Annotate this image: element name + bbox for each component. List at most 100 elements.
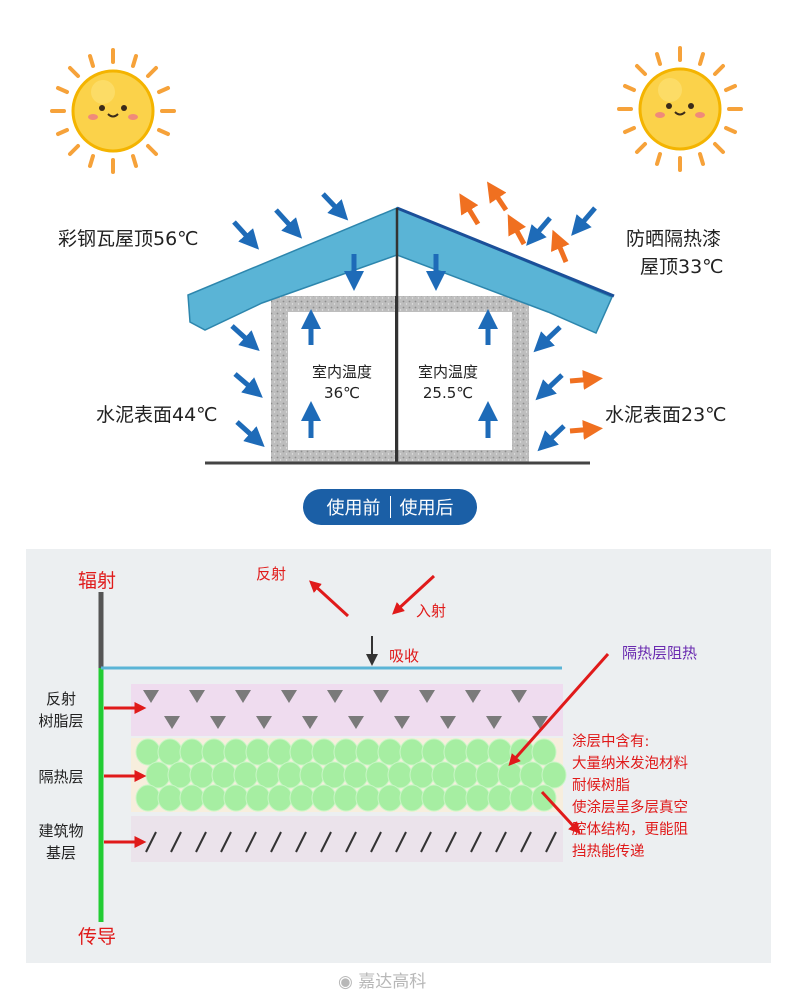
reflective-triangle: [281, 690, 297, 703]
watermark-text: 嘉达高科: [358, 972, 427, 992]
insulation-bubble: [157, 784, 183, 812]
insulation-bubble: [211, 761, 237, 789]
base-hatch: [445, 831, 457, 853]
indoor-temp-right-label: 室内温度: [417, 363, 478, 381]
reflective-triangle: [511, 690, 527, 703]
base-hatch: [520, 831, 532, 853]
watermark: ◉ 嘉达高科: [338, 967, 426, 992]
base-hatch: [545, 831, 557, 853]
insulation-bubble: [267, 784, 293, 812]
reflective-triangle: [302, 716, 318, 729]
toggle-separator: [389, 496, 391, 518]
insulation-bubble: [343, 761, 369, 789]
indoor-temp-right: 室内温度 25.5℃: [403, 362, 493, 404]
insulation-bubble: [465, 738, 491, 766]
insulation-bubble: [179, 784, 205, 812]
reflective-triangle: [210, 716, 226, 729]
insulation-bubble: [431, 761, 457, 789]
reflective-triangle: [373, 690, 389, 703]
insulation-bubble: [355, 784, 381, 812]
reflective-triangle: [256, 716, 272, 729]
base-hatch: [395, 831, 407, 853]
sun-icon-left: [50, 48, 176, 174]
label-reflect: 反射: [256, 565, 287, 583]
note-line-5: 腔体结构，更能阻: [572, 822, 688, 838]
insulation-bubble: [299, 761, 325, 789]
insulation-bubbles: [135, 738, 567, 812]
insulation-bubble: [223, 738, 249, 766]
base-hatch: [270, 831, 282, 853]
insulation-bubble: [245, 784, 271, 812]
insulation-bubble: [541, 761, 567, 789]
heat-arrows-orange: [459, 181, 603, 440]
insulation-bubble: [465, 784, 491, 812]
insulation-bubble: [487, 738, 513, 766]
insulation-bubble: [267, 738, 293, 766]
base-hatch: [195, 831, 207, 853]
label-reflective-line2: 树脂层: [38, 712, 84, 730]
insulation-bubble: [531, 784, 557, 812]
insulation-bubble: [509, 784, 535, 812]
insulation-bubble: [311, 738, 337, 766]
insulation-bubble: [333, 738, 359, 766]
label-radiation: 辐射: [78, 570, 117, 592]
label-reflective-line1: 反射: [45, 690, 76, 708]
insulation-bubble: [135, 784, 161, 812]
toggle-after[interactable]: 使用后: [399, 498, 454, 519]
base-hatching: [145, 831, 557, 853]
indoor-temp-left-value: 36℃: [324, 384, 360, 402]
reflective-triangle: [164, 716, 180, 729]
insulation-bubble: [333, 784, 359, 812]
before-after-toggle[interactable]: 使用前 使用后: [303, 489, 477, 525]
base-hatch: [420, 831, 432, 853]
insulation-bubble: [519, 761, 545, 789]
label-right-wall: 水泥表面23℃: [605, 404, 727, 426]
sun-icon-right: [617, 46, 743, 172]
insulation-bubble: [289, 784, 315, 812]
base-hatch: [370, 831, 382, 853]
insulation-bubble: [179, 738, 205, 766]
insulation-bubble: [387, 761, 413, 789]
base-hatch: [320, 831, 332, 853]
insulation-bubble: [365, 761, 391, 789]
base-hatch: [470, 831, 482, 853]
radiation-arrows: [309, 574, 436, 618]
base-hatch: [295, 831, 307, 853]
indoor-temp-left: 室内温度 36℃: [297, 362, 387, 404]
label-right-roof-line1: 防晒隔热漆: [626, 228, 722, 250]
toggle-before[interactable]: 使用前: [326, 498, 381, 519]
note-line-2: 大量纳米发泡材料: [572, 756, 688, 772]
note-line-3: 耐候树脂: [572, 778, 630, 794]
label-insulation-block: 隔热层阻热: [622, 644, 698, 662]
reflective-triangle: [394, 716, 410, 729]
base-hatch: [495, 831, 507, 853]
insulation-bubble: [377, 784, 403, 812]
insulation-bubble: [223, 784, 249, 812]
insulation-bubble: [201, 738, 227, 766]
insulation-bubble: [399, 784, 425, 812]
base-hatch: [170, 831, 182, 853]
label-left-roof: 彩钢瓦屋顶56℃: [58, 228, 199, 250]
insulation-bubble: [497, 761, 523, 789]
label-right-roof-line2: 屋顶33℃: [640, 256, 724, 278]
insulation-bubble: [443, 738, 469, 766]
note-line-4: 使涂层呈多层真空: [572, 800, 688, 816]
label-insulation-layer: 隔热层: [38, 768, 84, 786]
note-line-1: 涂层中含有:: [572, 734, 650, 750]
label-absorb: 吸收: [389, 647, 420, 665]
insulation-bubble: [157, 738, 183, 766]
label-left-wall: 水泥表面44℃: [96, 404, 218, 426]
insulation-bubble: [377, 738, 403, 766]
base-hatch: [220, 831, 232, 853]
insulation-bubble: [475, 761, 501, 789]
insulation-bubble: [255, 761, 281, 789]
label-base-line1: 建筑物: [38, 822, 84, 840]
reflective-triangle: [440, 716, 456, 729]
reflective-triangle: [532, 716, 548, 729]
indoor-temp-left-label: 室内温度: [311, 363, 372, 381]
insulation-bubble: [421, 784, 447, 812]
coating-note: 涂层中含有: 大量纳米发泡材料 耐候树脂 使涂层呈多层真空 腔体结构，更能阻 挡…: [572, 731, 688, 863]
base-hatch: [345, 831, 357, 853]
indoor-temp-right-value: 25.5℃: [422, 384, 474, 402]
